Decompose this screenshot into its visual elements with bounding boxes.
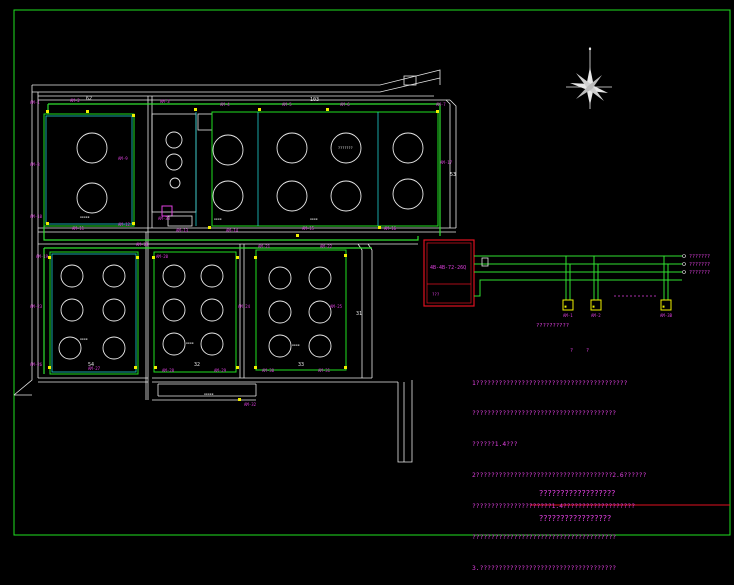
alarm-control-panel: 4B-4B-72-26Q ??? bbox=[423, 239, 475, 307]
svg-text:AM-30: AM-30 bbox=[262, 368, 275, 373]
svg-text:▪▪▪▪▪: ▪▪▪▪▪ bbox=[80, 215, 90, 219]
drawing-border bbox=[13, 9, 731, 536]
svg-text:AM-1: AM-1 bbox=[563, 313, 573, 318]
drawing-title: ????????????????? bbox=[539, 514, 612, 523]
svg-text:AM-15: AM-15 bbox=[302, 226, 315, 231]
svg-text:???????: ??????? bbox=[689, 270, 710, 276]
svg-text:AM-3: AM-3 bbox=[160, 99, 170, 104]
note-line: ??????1.4??? bbox=[472, 441, 518, 449]
svg-text:AM-24: AM-24 bbox=[238, 304, 251, 309]
svg-text:▪: ▪ bbox=[592, 304, 595, 310]
svg-text:AM-12: AM-12 bbox=[118, 222, 131, 227]
svg-text:AM-27: AM-27 bbox=[88, 366, 101, 371]
svg-text:AM-9: AM-9 bbox=[118, 156, 128, 161]
tank-top-label: ??????? bbox=[338, 146, 353, 150]
svg-text:AM-6: AM-6 bbox=[340, 102, 350, 107]
svg-text:AM-19: AM-19 bbox=[36, 254, 49, 259]
dike-partitions bbox=[45, 112, 379, 373]
svg-text:▪▪▪▪: ▪▪▪▪ bbox=[80, 337, 88, 341]
device-tags: AM-1 AM-2 AM-3 AM-4 AM-5 AM-6 AM-7 AM-8 … bbox=[30, 98, 453, 407]
svg-text:AM-16: AM-16 bbox=[384, 226, 397, 231]
dim-right: 53 bbox=[450, 172, 456, 178]
svg-text:▪▪▪▪: ▪▪▪▪ bbox=[310, 217, 318, 221]
site-outline bbox=[13, 69, 457, 463]
svg-text:AM-13: AM-13 bbox=[176, 228, 189, 233]
panel-box-small bbox=[161, 205, 173, 217]
alarm-cable bbox=[43, 103, 441, 374]
dim-bottom-1: 54 bbox=[88, 362, 94, 368]
svg-text:AM-7: AM-7 bbox=[436, 102, 446, 107]
svg-text:AM-2: AM-2 bbox=[70, 98, 80, 103]
dim-top-left: 62 bbox=[86, 96, 92, 102]
svg-text:???????: ??????? bbox=[689, 262, 710, 268]
svg-text:AM-2: AM-2 bbox=[591, 313, 601, 318]
svg-text:???????: ??????? bbox=[689, 254, 710, 260]
note-line: 2????????????????????????????????????2.6… bbox=[472, 472, 647, 480]
svg-text:AM-26: AM-26 bbox=[30, 362, 43, 367]
svg-text:▪▪▪▪: ▪▪▪▪ bbox=[214, 217, 222, 221]
alarm-devices bbox=[46, 108, 439, 401]
svg-text:AM-23: AM-23 bbox=[30, 304, 43, 309]
design-notes: 1???????????????????????????????????????… bbox=[472, 358, 712, 585]
tank-dikes bbox=[43, 111, 439, 375]
north-arrow-icon bbox=[566, 47, 612, 109]
note-line: ?????????????????????????????????????? bbox=[472, 534, 617, 542]
svg-text:AM-1: AM-1 bbox=[30, 100, 40, 105]
svg-text:▪: ▪ bbox=[564, 304, 567, 310]
svg-text:AM-29: AM-29 bbox=[214, 368, 227, 373]
note-line: 3.???????????????????????????????????? bbox=[472, 564, 617, 572]
cad-drawing: AM-1 AM-2 AM-3 AM-4 AM-5 AM-6 AM-7 AM-8 … bbox=[13, 9, 731, 536]
svg-text:AM-33: AM-33 bbox=[158, 216, 171, 221]
devices-caption: ?????????? bbox=[536, 323, 569, 329]
svg-text:AM-20: AM-20 bbox=[156, 254, 169, 259]
note-line: ?????????????????????????????????????? bbox=[472, 410, 617, 418]
svg-text:AM-22: AM-22 bbox=[320, 244, 333, 249]
note-line: 1???????????????????????????????????????… bbox=[472, 379, 628, 387]
note-line: ?????????????????????1.4????????????????… bbox=[472, 503, 636, 511]
svg-text:AM-21: AM-21 bbox=[258, 244, 271, 249]
bus-output-labels: ??????? ??????? ??????? bbox=[689, 254, 710, 276]
svg-text:AM-25: AM-25 bbox=[330, 304, 343, 309]
system-title: ?????????????????? bbox=[539, 489, 616, 498]
svg-text:▪▪▪▪▪: ▪▪▪▪▪ bbox=[204, 392, 214, 396]
mark-1: ? bbox=[570, 348, 573, 354]
svg-text:AM-17: AM-17 bbox=[440, 160, 453, 165]
mark-2: ? bbox=[586, 348, 589, 354]
area-labels: ▪▪▪▪▪ ▪▪▪▪ ▪▪▪▪ ▪▪▪▪ ▪▪▪▪ ▪▪▪▪ ▪▪▪▪▪ bbox=[80, 215, 318, 396]
svg-text:▪: ▪ bbox=[662, 304, 665, 310]
svg-text:AM-8: AM-8 bbox=[30, 162, 40, 167]
svg-text:AM-10: AM-10 bbox=[30, 214, 43, 219]
svg-text:AM-32: AM-32 bbox=[244, 402, 257, 407]
panel-bus bbox=[474, 255, 682, 300]
svg-text:AM-14: AM-14 bbox=[226, 228, 239, 233]
svg-text:▪▪▪▪: ▪▪▪▪ bbox=[186, 341, 194, 345]
dim-bottom-2: 32 bbox=[194, 362, 200, 368]
svg-text:AM-18: AM-18 bbox=[136, 242, 149, 247]
svg-text:▪▪▪▪: ▪▪▪▪ bbox=[292, 343, 300, 347]
svg-text:AM-11: AM-11 bbox=[72, 226, 85, 231]
svg-text:AM-5: AM-5 bbox=[282, 102, 292, 107]
svg-text:AM-3B: AM-3B bbox=[660, 313, 673, 318]
bus-end-markers bbox=[682, 254, 686, 274]
svg-text:AM-31: AM-31 bbox=[318, 368, 331, 373]
panel-sub-label: ??? bbox=[432, 292, 440, 297]
junction-box bbox=[167, 215, 193, 227]
field-devices: ▪ ▪ ▪ AM-1 AM-2 AM-3B bbox=[562, 299, 673, 318]
dim-top-right: 103 bbox=[310, 97, 319, 103]
panel-label: 4B-4B-72-26Q bbox=[430, 265, 466, 271]
bus-terminal bbox=[481, 257, 489, 267]
dimensions: 62 103 53 31 54 32 33 ??????? bbox=[86, 96, 456, 368]
svg-text:AM-28: AM-28 bbox=[162, 368, 175, 373]
storage-tanks bbox=[58, 131, 424, 360]
dim-right-lower: 31 bbox=[356, 311, 362, 317]
dim-bottom-3: 33 bbox=[298, 362, 304, 368]
svg-text:AM-4: AM-4 bbox=[220, 102, 230, 107]
